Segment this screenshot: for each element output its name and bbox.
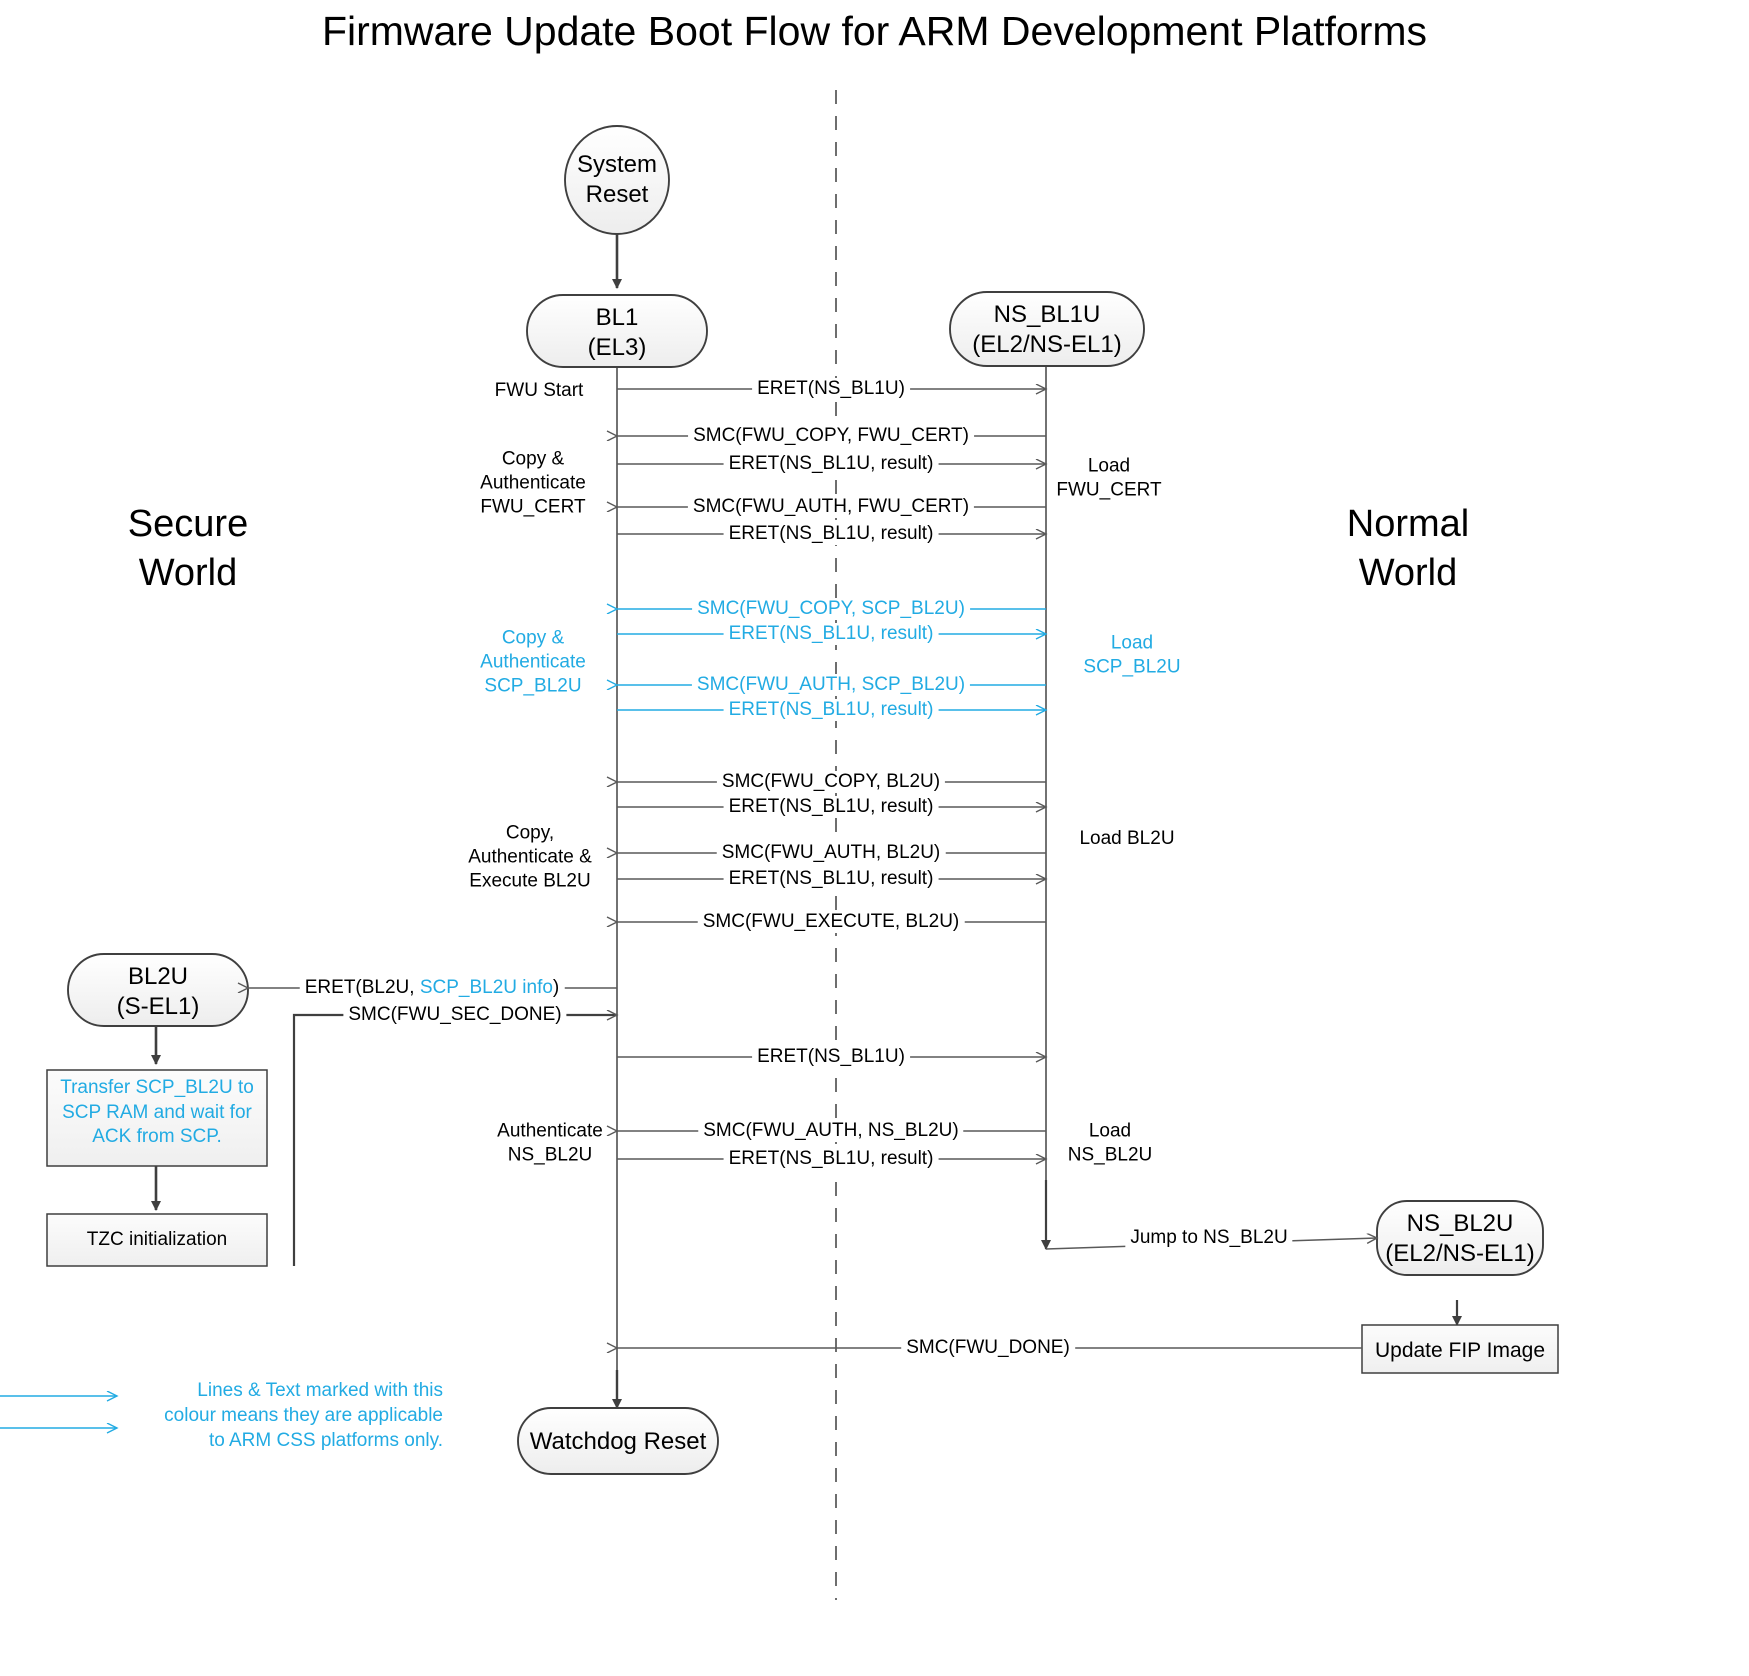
msg-label-m14: SMC(FWU_EXECUTE, BL2U) (697, 911, 965, 933)
node-bl2u (67, 953, 249, 1027)
msg-label-m16: SMC(FWU_SEC_DONE) (343, 1004, 567, 1026)
legend-line2: colour means they are applicable (164, 1405, 443, 1427)
msg-label-m12: SMC(FWU_AUTH, BL2U) (716, 842, 946, 864)
msg-label-m17: ERET(NS_BL1U) (752, 1046, 910, 1068)
node-watchdog-reset (517, 1407, 719, 1475)
left-label-l3: Copy & Authenticate SCP_BL2U (480, 627, 586, 696)
left-label-l4: Copy, Authenticate & Execute BL2U (468, 822, 592, 891)
page-title: Firmware Update Boot Flow for ARM Develo… (321, 8, 1428, 54)
msg-label-m11: ERET(NS_BL1U, result) (723, 796, 939, 818)
legend-line1: Lines & Text marked with this (197, 1380, 443, 1401)
msg-label-m5: ERET(NS_BL1U, result) (723, 523, 939, 545)
right-label-r2: Load SCP_BL2U (1083, 632, 1181, 677)
msg-label-m1: ERET(NS_BL1U) (752, 378, 910, 400)
right-label-r4: Load NS_BL2U (1067, 1120, 1153, 1165)
msg-label-m19: ERET(NS_BL1U, result) (723, 1148, 939, 1170)
right-label-r1: Load FWU_CERT (1056, 455, 1162, 500)
node-bl1 (526, 294, 708, 368)
m15-post: ) (552, 977, 560, 998)
right-label-r3: Load BL2U (1079, 828, 1175, 850)
box-tzc-init (46, 1213, 268, 1267)
normal-world-label: Normal World (1346, 503, 1470, 594)
node-system-reset (564, 125, 670, 235)
secure-world-label: Secure World (127, 503, 249, 594)
box-transfer-scp-bl2u (46, 1069, 268, 1167)
msg-label-m15: ERET(BL2U, SCP_BL2U info) (299, 977, 565, 999)
left-label-l5: Authenticate NS_BL2U (497, 1120, 603, 1165)
box-update-fip (1361, 1324, 1559, 1374)
node-ns-bl1u (949, 291, 1145, 367)
msg-label-m4: SMC(FWU_AUTH, FWU_CERT) (687, 496, 975, 518)
msg-label-m10: SMC(FWU_COPY, BL2U) (716, 771, 946, 793)
left-label-l2: Copy & Authenticate FWU_CERT (480, 448, 586, 517)
msg-label-m2: SMC(FWU_COPY, FWU_CERT) (688, 425, 974, 447)
msg-label-m13: ERET(NS_BL1U, result) (723, 868, 939, 890)
msg-label-m7: ERET(NS_BL1U, result) (723, 623, 939, 645)
msg-label-m3: ERET(NS_BL1U, result) (723, 453, 939, 475)
msg-label-m9: ERET(NS_BL1U, result) (723, 699, 939, 721)
legend-note: Lines & Text marked with this colour mea… (130, 1378, 443, 1453)
legend-line3: to ARM CSS platforms only. (208, 1430, 443, 1452)
node-ns-bl2u (1376, 1200, 1544, 1276)
m15-cyan: SCP_BL2U info (419, 977, 553, 998)
msg-label-m21: SMC(FWU_DONE) (901, 1337, 1075, 1359)
m15-pre: ERET(BL2U, (304, 977, 420, 998)
left-label-l1: FWU Start (494, 380, 584, 402)
msg-label-m8: SMC(FWU_AUTH, SCP_BL2U) (691, 674, 971, 696)
msg-label-m20: Jump to NS_BL2U (1125, 1227, 1293, 1249)
msg-label-m6: SMC(FWU_COPY, SCP_BL2U) (692, 598, 970, 620)
msg-label-m18: SMC(FWU_AUTH, NS_BL2U) (698, 1120, 964, 1142)
